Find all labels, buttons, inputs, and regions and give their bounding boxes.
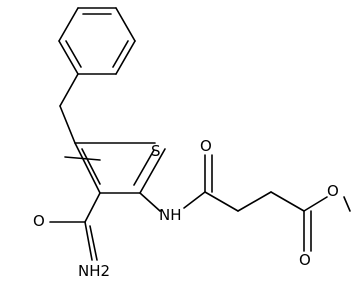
keto-o-label: O — [200, 137, 212, 155]
amide-nh-label: NH — [159, 206, 182, 224]
carbamoyl-nh2-label: NH2 — [78, 262, 110, 280]
carbamoyl-o-label: O — [33, 212, 45, 230]
succinate-chain — [204, 191, 305, 212]
ester-carbonyl-o-label: O — [299, 251, 311, 269]
carbamoyl-group — [49, 192, 101, 261]
benzene-ring — [58, 7, 136, 75]
methyl-bond — [64, 156, 101, 161]
ester-o-label: O — [327, 182, 339, 200]
amide-linkage — [139, 154, 213, 212]
methyl-ester — [303, 196, 351, 252]
benzyl-ch2-bonds — [59, 73, 79, 144]
thiophene-ring — [74, 142, 166, 194]
sulfur-atom-label: S — [151, 142, 161, 160]
